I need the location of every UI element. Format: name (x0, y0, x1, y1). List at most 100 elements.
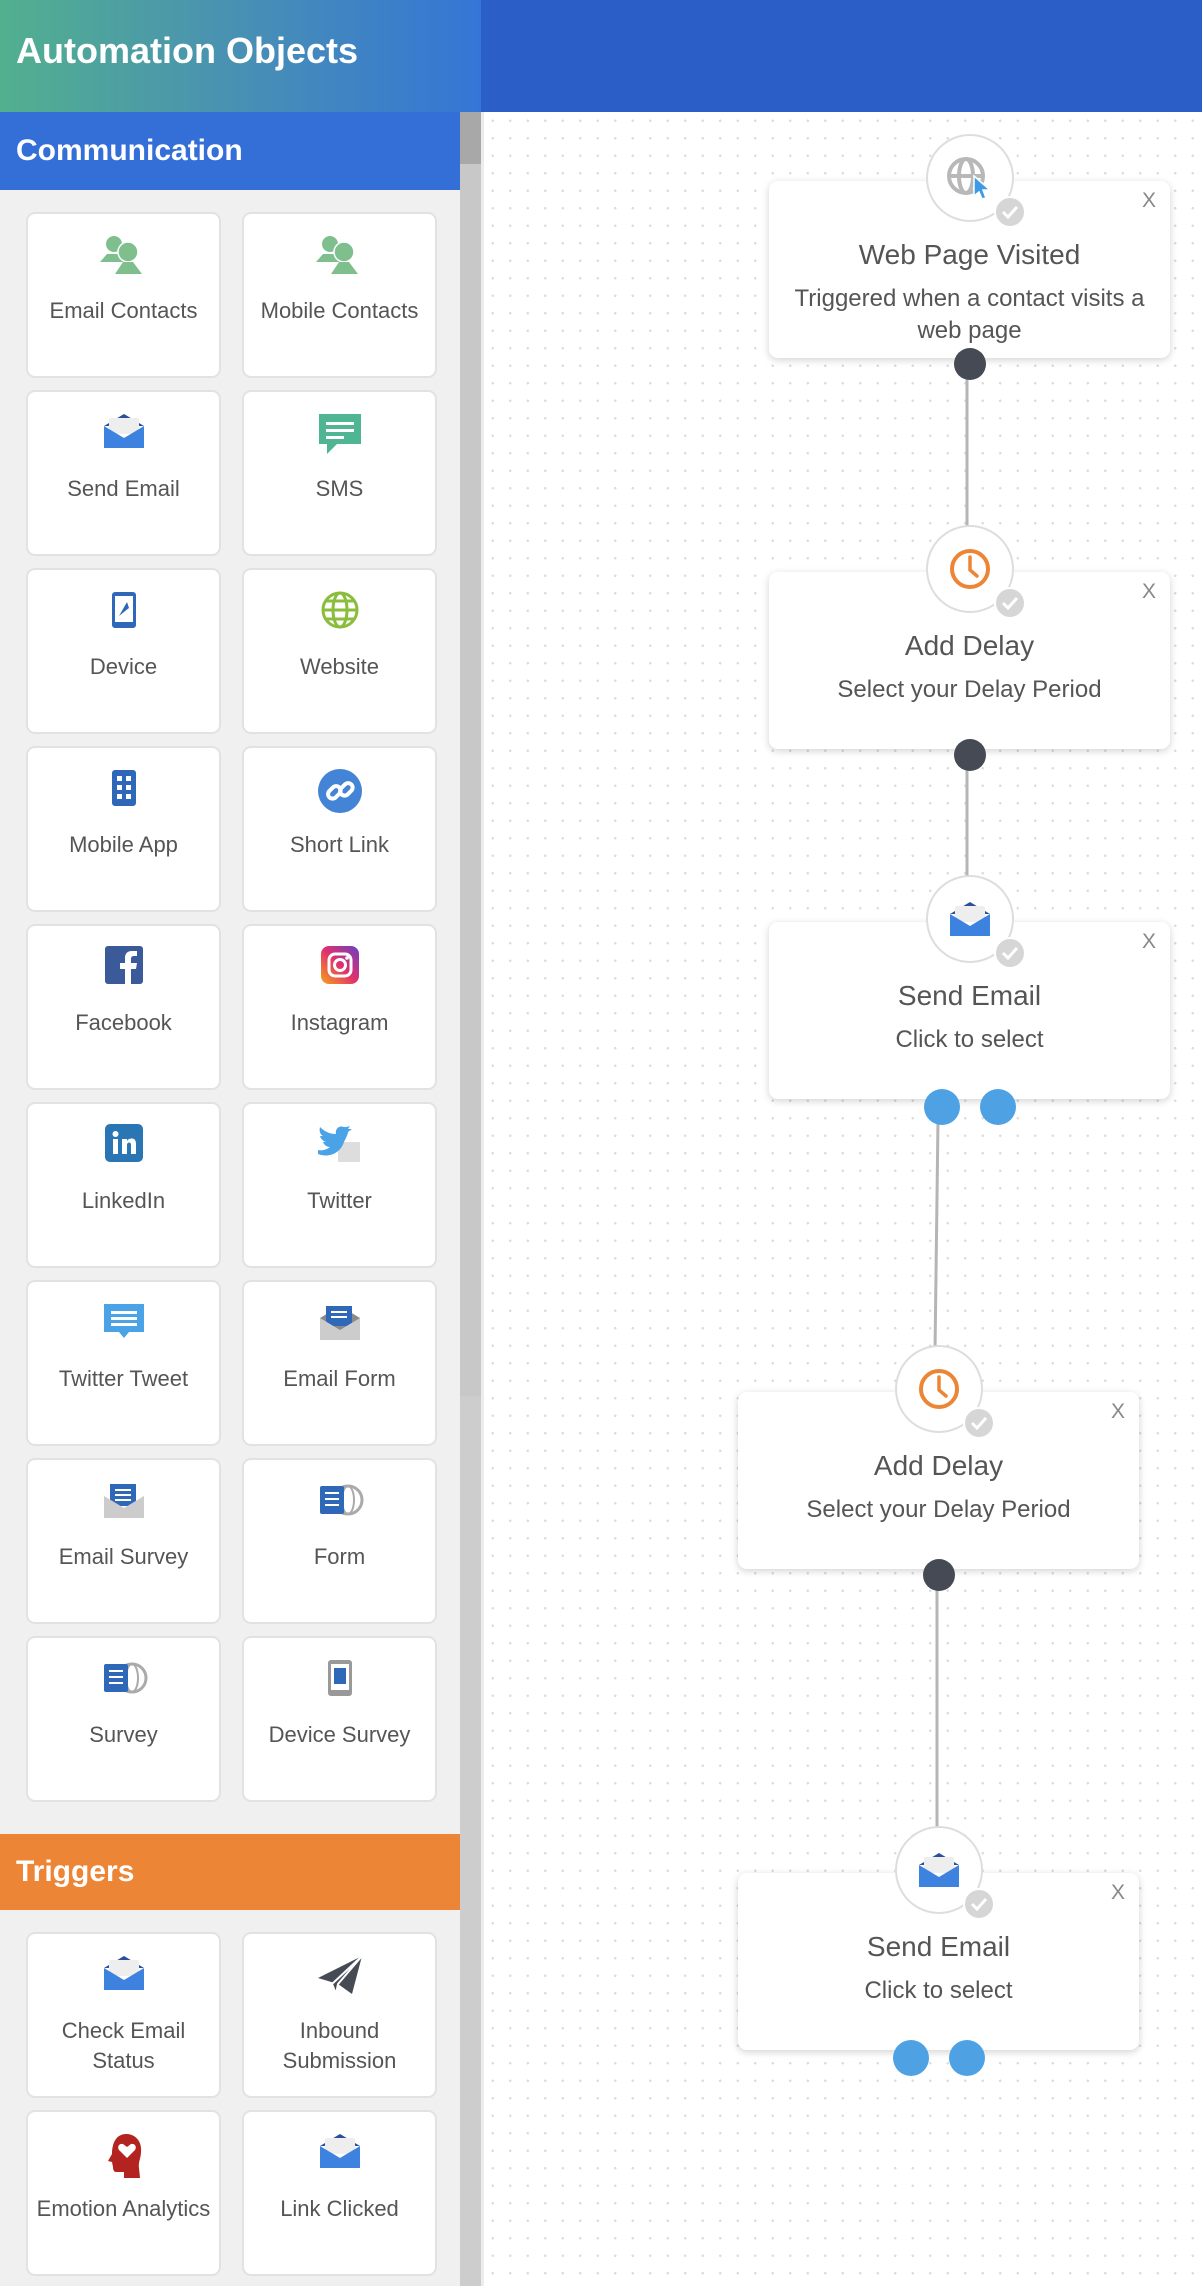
node-icon-badge[interactable] (895, 1345, 995, 1439)
object-card-label: Email Survey (58, 1544, 189, 1569)
node-title: Add Delay (873, 1450, 1004, 1481)
object-card-twitter[interactable]: Twitter (242, 1102, 437, 1268)
mobile-app-icon (28, 768, 219, 818)
object-card-label: Link Clicked (280, 2196, 399, 2221)
object-card-email-form[interactable]: Email Form (242, 1280, 437, 1446)
object-card-inbound-submission[interactable]: Inbound Submission (242, 1932, 437, 2098)
output-port[interactable] (924, 1089, 960, 1125)
object-card-email-contacts[interactable]: Email Contacts (26, 212, 221, 378)
object-card-survey[interactable]: Survey (26, 1636, 221, 1802)
object-card-label: Instagram (290, 1010, 389, 1035)
object-card-twitter-tweet[interactable]: Twitter Tweet (26, 1280, 221, 1446)
sms-icon (244, 412, 435, 462)
object-card-label: Check Email Status (61, 2018, 186, 2073)
object-card-label: Twitter (307, 1188, 372, 1213)
section-triggers-header[interactable]: Triggers (0, 1834, 460, 1910)
object-card-label: Device (89, 654, 158, 679)
contacts-icon (28, 234, 219, 284)
object-card-mobile-app[interactable]: Mobile App (26, 746, 221, 912)
node-title: Send Email (866, 1931, 1011, 1962)
object-card-facebook[interactable]: Facebook (26, 924, 221, 1090)
node-icon-badge[interactable] (926, 875, 1026, 969)
node-icon-badge[interactable] (895, 1826, 995, 1920)
node-close-button[interactable]: X (1141, 580, 1156, 603)
emotion-head-icon (28, 2132, 219, 2182)
object-card-mobile-contacts[interactable]: Mobile Contacts (242, 212, 437, 378)
sidebar-scrollbar[interactable] (460, 112, 481, 2286)
contacts-icon (244, 234, 435, 284)
output-port[interactable] (949, 2040, 985, 2076)
object-card-link-clicked[interactable]: Link Clicked (242, 2110, 437, 2276)
envelope-icon (28, 1954, 219, 2004)
instagram-icon (244, 946, 435, 996)
panel-title: Automation Objects (16, 30, 359, 71)
scrollbar-thumb[interactable] (460, 164, 481, 1396)
clock-icon (917, 1367, 961, 1411)
node-subtitle: Select your Delay Period (837, 676, 1102, 703)
object-card-label: Device Survey (268, 1722, 411, 1747)
object-card-send-email[interactable]: Send Email (26, 390, 221, 556)
object-card-device-survey[interactable]: Device Survey (242, 1636, 437, 1802)
object-card-label: LinkedIn (81, 1188, 166, 1213)
email-form-icon (244, 1302, 435, 1352)
object-card-label: Inbound Submission (282, 2018, 397, 2073)
clock-icon (948, 547, 992, 591)
object-card-website[interactable]: Website (242, 568, 437, 734)
object-card-label: Mobile Contacts (260, 298, 419, 323)
node-subtitle: Select your Delay Period (806, 1496, 1071, 1523)
panel-header: Automation Objects (0, 0, 481, 112)
object-card-linkedin[interactable]: LinkedIn (26, 1102, 221, 1268)
envelope-icon (28, 412, 219, 462)
node-title: Web Page Visited (858, 239, 1081, 270)
node-icon-badge[interactable] (926, 525, 1026, 619)
object-card-short-link[interactable]: Short Link (242, 746, 437, 912)
object-card-device[interactable]: Device (26, 568, 221, 734)
object-card-label: Facebook (75, 1010, 172, 1035)
object-card-label: Survey (89, 1722, 158, 1747)
object-card-sms[interactable]: SMS (242, 390, 437, 556)
node-close-button[interactable]: X (1110, 1400, 1125, 1423)
node-icon-badge[interactable] (926, 134, 1026, 228)
node-close-button[interactable]: X (1141, 930, 1156, 953)
envelope-icon (244, 2132, 435, 2182)
object-card-label: Emotion Analytics (36, 2196, 211, 2221)
object-card-check-email-status[interactable]: Check Email Status (26, 1932, 221, 2098)
device-survey-icon (244, 1658, 435, 1708)
linkedin-icon (28, 1124, 219, 1174)
object-card-form[interactable]: Form (242, 1458, 437, 1624)
object-card-label: SMS (315, 476, 364, 501)
check-icon (963, 1407, 995, 1439)
twitter-icon (244, 1124, 435, 1174)
output-port[interactable] (954, 739, 986, 771)
node-subtitle: Click to select (895, 1026, 1044, 1053)
check-icon (994, 937, 1026, 969)
scrollbar-arrow[interactable] (460, 112, 481, 164)
globe-icon (244, 590, 435, 640)
connection-line[interactable] (933, 1119, 940, 1353)
object-card-email-survey[interactable]: Email Survey (26, 1458, 221, 1624)
form-icon (244, 1480, 435, 1530)
facebook-icon (28, 946, 219, 996)
object-card-label: Email Contacts (49, 298, 198, 323)
check-icon (994, 587, 1026, 619)
object-card-label: Twitter Tweet (58, 1366, 189, 1391)
tweet-icon (28, 1302, 219, 1352)
app-header: Automation Objects (0, 0, 1202, 112)
object-card-instagram[interactable]: Instagram (242, 924, 437, 1090)
check-icon (963, 1888, 995, 1920)
object-card-label: Email Form (283, 1366, 396, 1391)
output-port[interactable] (954, 348, 986, 380)
output-port[interactable] (923, 1559, 955, 1591)
node-close-button[interactable]: X (1110, 1881, 1125, 1904)
node-title: Add Delay (904, 630, 1035, 661)
section-communication-header[interactable]: Communication (0, 112, 460, 190)
output-port[interactable] (980, 1089, 1016, 1125)
node-subtitle: Click to select (864, 1977, 1013, 2004)
object-card-emotion-analytics[interactable]: Emotion Analytics (26, 2110, 221, 2276)
node-close-button[interactable]: X (1141, 189, 1156, 212)
node-title: Send Email (897, 980, 1042, 1011)
output-port[interactable] (893, 2040, 929, 2076)
